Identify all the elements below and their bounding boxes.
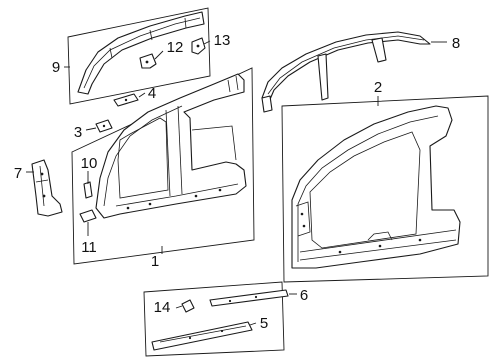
- box-part-2: [281, 95, 489, 283]
- part-6-sill-strip: [209, 289, 289, 307]
- part-13-bracket: [191, 37, 206, 55]
- callout-6: 6: [300, 287, 308, 304]
- callout-12: 12: [167, 39, 184, 56]
- part-12-bracket: [139, 53, 157, 69]
- part-2-body-side-outer: [291, 105, 461, 269]
- part-5-sill-strip: [151, 321, 253, 351]
- callout-7: 7: [14, 165, 22, 182]
- callout-9: 9: [52, 59, 60, 76]
- part-7-pillar-reinforcement: [31, 159, 63, 217]
- part-9-roof-rail: [77, 11, 205, 95]
- callout-13: 13: [214, 32, 231, 49]
- callout-labels: 1 2 3 4 5 6 7 8 9 10 11 12 13 14: [14, 32, 460, 332]
- callout-4: 4: [148, 85, 156, 102]
- callout-11: 11: [81, 239, 97, 256]
- callout-10: 10: [81, 155, 98, 172]
- part-4-reinforcement: [113, 93, 139, 107]
- leader-lines: [26, 40, 447, 326]
- box-part-5-6: [143, 281, 285, 357]
- callout-8: 8: [452, 35, 460, 52]
- callout-14: 14: [154, 299, 171, 316]
- callout-3: 3: [74, 124, 82, 141]
- callout-1: 1: [151, 253, 159, 270]
- part-8-roof-arch: [261, 31, 431, 113]
- part-1-body-side-frame: [95, 73, 247, 219]
- part-3-reinforcement: [95, 119, 113, 133]
- box-part-9: [67, 7, 211, 105]
- callout-5: 5: [260, 315, 268, 332]
- part-14-clip: [181, 299, 195, 313]
- part-11-plate: [79, 209, 97, 223]
- part-10-bracket: [83, 181, 93, 199]
- callout-2: 2: [374, 79, 382, 96]
